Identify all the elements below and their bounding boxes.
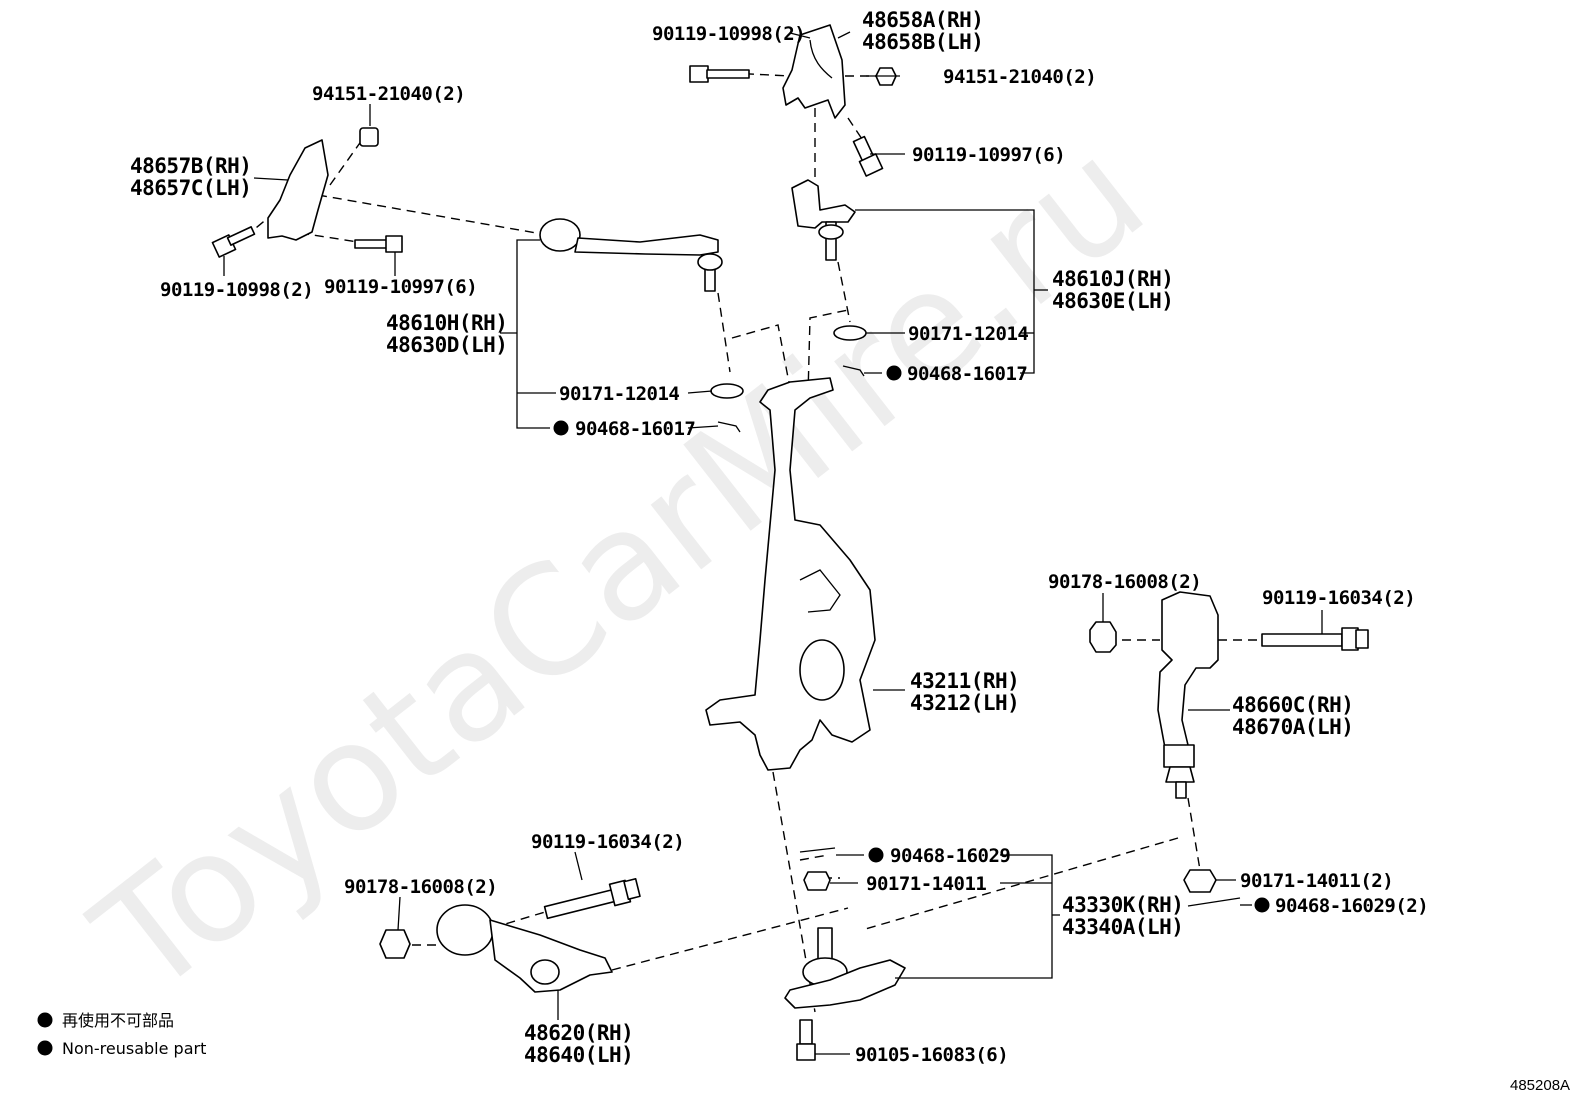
front-arm-nut-part (710, 383, 744, 399)
legend: 再使用不可部品 Non-reusable part (37, 1011, 206, 1058)
label-strut-arm-rh: 48660C(RH) (1232, 693, 1353, 717)
legend-text-jp: 再使用不可部品 (62, 1011, 174, 1030)
rear-upper-arm-part (791, 179, 856, 261)
label-rear-arm-rh: 48610J(RH) (1052, 267, 1173, 291)
legend-marker-en (37, 1040, 53, 1056)
label-upper-bracket-nut: 94151-21040(2) (943, 66, 1096, 88)
strut-arm-nut-part (1089, 621, 1117, 653)
label-lower-arm-bolt: 90119-16034(2) (531, 831, 684, 853)
lower-arm-part (436, 904, 613, 993)
label-knuckle-rh: 43211(RH) (910, 669, 1019, 693)
label-ball-joint-rh: 43330K(RH) (1062, 893, 1183, 917)
ball-joint-nut-part (803, 871, 831, 891)
non-reusable-marker-strut-pin (1254, 897, 1270, 913)
label-upper-bracket-rh: 48658A(RH) (862, 8, 983, 32)
figure-id: 485208A (1510, 1077, 1570, 1094)
upper-bracket-part (782, 24, 846, 119)
strut-arm-pin-part (1187, 897, 1241, 907)
non-reusable-marker-front-pin (553, 420, 569, 436)
left-bracket-part (267, 139, 329, 241)
label-strut-arm-ball-nut: 90171-14011(2) (1240, 870, 1393, 892)
label-knuckle-lh: 43212(LH) (910, 691, 1019, 715)
label-ball-joint-nut: 90171-14011 (866, 873, 986, 895)
label-ball-joint-pin: 90468-16029 (890, 845, 1010, 867)
label-front-arm-lh: 48630D(LH) (386, 333, 507, 357)
label-strut-arm-pin: 90468-16029(2) (1275, 895, 1428, 917)
legend-text-en: Non-reusable part (62, 1039, 206, 1058)
label-left-bracket-bolt2: 90119-10997(6) (324, 276, 477, 298)
label-strut-arm-lh: 48670A(LH) (1232, 715, 1353, 739)
upper-bracket-bolt-part (689, 65, 750, 83)
rear-arm-pin-part (842, 365, 865, 377)
front-arm-pin-part (717, 421, 741, 433)
rear-arm-nut-part (833, 325, 867, 341)
label-rear-arm-nut: 90171-12014 (908, 323, 1028, 345)
upper-bracket-bolt2-part (852, 135, 884, 177)
label-front-arm-rh: 48610H(RH) (386, 311, 507, 335)
label-rear-arm-pin: 90468-16017 (907, 363, 1027, 385)
part-labels: 90119-10998(2) 48658A(RH) 48658B(LH) 941… (130, 8, 1429, 1067)
left-bracket-nut-part (359, 127, 379, 147)
label-front-arm-pin: 90468-16017 (575, 418, 695, 440)
leader-lines (223, 31, 1323, 1055)
lower-arm-bolt-part (543, 878, 641, 920)
strut-arm-ball-nut-part (1183, 869, 1217, 893)
label-strut-arm-bolt: 90119-16034(2) (1262, 587, 1415, 609)
label-lower-arm-lh: 48640(LH) (524, 1043, 633, 1067)
non-reusable-marker-ball-pin (868, 847, 884, 863)
lower-arm-nut-part (379, 929, 411, 959)
non-reusable-marker-rear-pin (886, 365, 902, 381)
label-upper-bracket-lh: 48658B(LH) (862, 30, 983, 54)
steering-knuckle-part (705, 377, 876, 771)
front-upper-arm-part (539, 218, 723, 292)
label-strut-arm-nut: 90178-16008(2) (1048, 571, 1201, 593)
label-left-bracket-bolt: 90119-10998(2) (160, 279, 313, 301)
ball-joint-bolt-part (796, 1019, 816, 1061)
label-left-bracket-rh: 48657B(RH) (130, 154, 251, 178)
label-front-arm-nut: 90171-12014 (559, 383, 679, 405)
label-ball-joint-bolt: 90105-16083(6) (855, 1044, 1008, 1066)
left-bracket-bolt2-part (354, 235, 403, 253)
strut-arm-bolt-part (1261, 627, 1369, 651)
label-upper-bracket-bolt: 90119-10998(2) (652, 23, 805, 45)
label-left-bracket-lh: 48657C(LH) (130, 176, 251, 200)
label-lower-arm-nut: 90178-16008(2) (344, 876, 497, 898)
label-left-bracket-nut: 94151-21040(2) (312, 83, 465, 105)
label-ball-joint-lh: 43340A(LH) (1062, 915, 1183, 939)
label-lower-arm-rh: 48620(RH) (524, 1021, 633, 1045)
strut-arm-part (1157, 591, 1219, 799)
ball-joint-pin-part (799, 847, 836, 853)
ball-joint-part (784, 927, 906, 1009)
left-bracket-bolt-part (211, 226, 256, 258)
legend-marker-jp (37, 1012, 53, 1028)
label-upper-bracket-bolt2: 90119-10997(6) (912, 144, 1065, 166)
label-rear-arm-lh: 48630E(LH) (1052, 289, 1173, 313)
